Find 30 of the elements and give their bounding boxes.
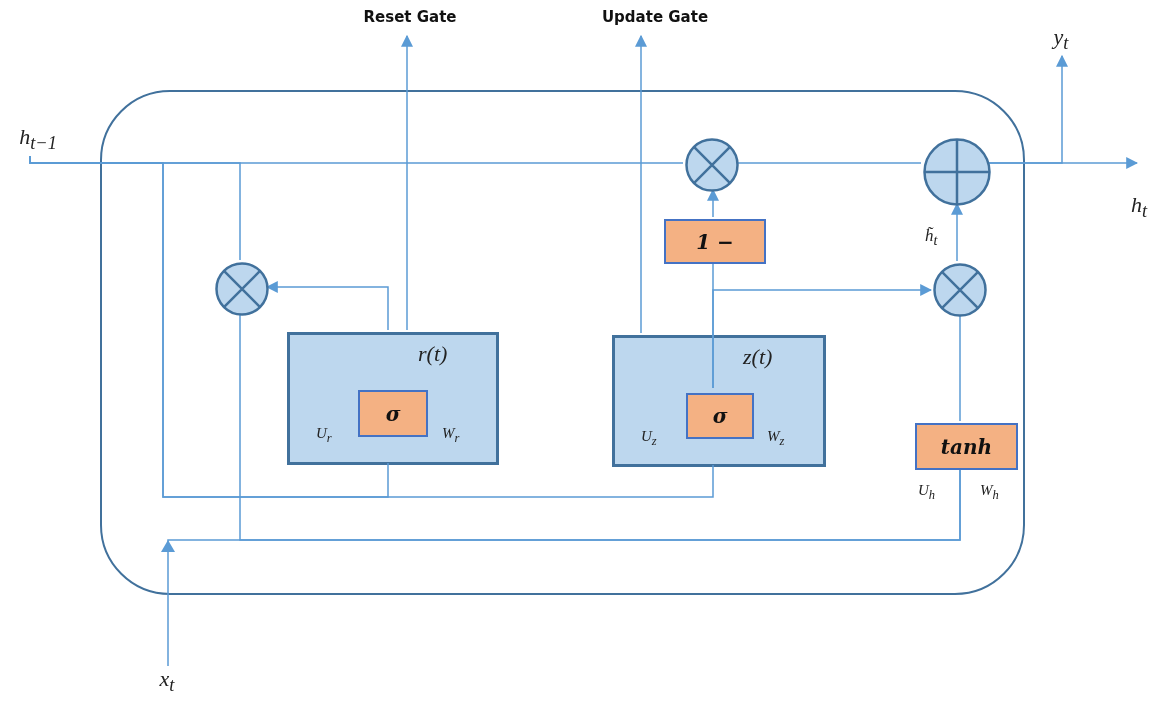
connector-line (29, 155, 241, 261)
weight-label: W$_{z}$ (767, 428, 785, 449)
activation-box: σ (358, 390, 428, 437)
activation-box: tanh (915, 423, 1018, 470)
weight-label: U$_{z}$ (641, 428, 657, 449)
weight-label: W$_{h}$ (980, 482, 999, 503)
arrow (988, 54, 1068, 164)
output-label: y$_{t}$ (1044, 24, 1078, 56)
weight-label: U$_{h}$ (918, 482, 936, 503)
arrow (401, 34, 413, 331)
gate-box (287, 332, 499, 465)
gate-output-label: Reset Gate (350, 8, 470, 36)
arrow (712, 284, 933, 389)
weight-label: U$_{r}$ (316, 425, 332, 446)
arrow (635, 34, 647, 334)
gate-output-label: Update Gate (585, 8, 725, 36)
activation-box: σ (686, 393, 754, 439)
output-label: h$_{t}$ (1122, 192, 1156, 224)
gate-box (612, 335, 826, 467)
gate-label: r(t) (418, 341, 448, 367)
add-symbol (923, 138, 991, 206)
cell-boundary (100, 90, 1025, 595)
weight-label: W$_{r}$ (442, 425, 460, 446)
input-label: x$_{t}$ (150, 666, 184, 698)
input-label: h$_{t−1}$ (10, 124, 66, 156)
multiply-symbol (933, 263, 987, 317)
gate-label: z(t) (743, 344, 773, 370)
multiply-symbol (685, 138, 739, 192)
activation-box: 1 − (664, 219, 766, 264)
multiply-symbol (215, 262, 269, 316)
